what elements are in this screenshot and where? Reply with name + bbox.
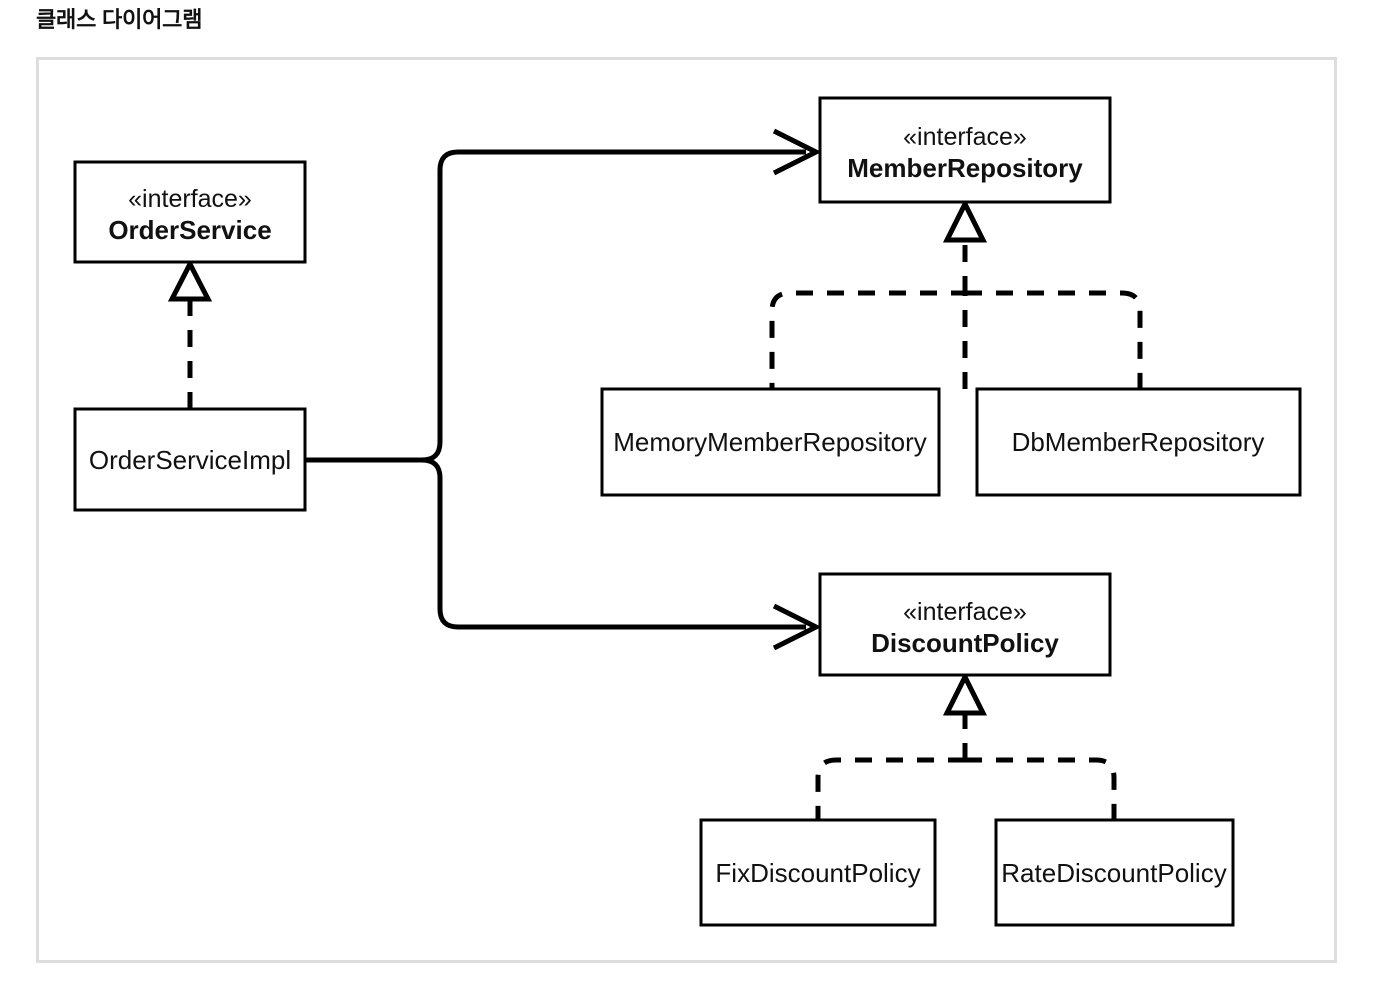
uml-node-fix-discount-policy[interactable]: FixDiscountPolicy — [699, 818, 937, 927]
edge-db-realizes-member-repository — [965, 290, 1143, 389]
uml-node-discount-policy[interactable]: «interface» DiscountPolicy — [818, 572, 1112, 677]
uml-box-rect[interactable] — [73, 160, 307, 264]
uml-class-name: FixDiscountPolicy — [715, 858, 920, 888]
edge-impl-uses-discount-policy — [305, 457, 822, 651]
uml-box-rect[interactable] — [818, 96, 1112, 204]
uml-node-order-service-impl[interactable]: OrderServiceImpl — [73, 407, 307, 512]
edge-impl-realizes-order-service — [167, 258, 213, 409]
hollow-triangle-arrowhead-icon — [942, 671, 988, 716]
uml-class-name: OrderService — [108, 215, 271, 245]
edge-memory-realizes-member-repository — [769, 198, 988, 389]
uml-node-member-repository[interactable]: «interface» MemberRepository — [818, 96, 1112, 204]
uml-class-name: MemberRepository — [847, 153, 1083, 183]
uml-box-rect[interactable] — [600, 387, 941, 497]
uml-class-name: DbMemberRepository — [1012, 427, 1265, 457]
page-title: 클래스 다이어그램 — [36, 7, 203, 32]
uml-node-rate-discount-policy[interactable]: RateDiscountPolicy — [994, 818, 1235, 927]
uml-box-rect[interactable] — [73, 407, 307, 512]
uml-node-order-service[interactable]: «interface» OrderService — [73, 160, 307, 264]
uml-class-name: OrderServiceImpl — [89, 445, 291, 475]
uml-box-rect[interactable] — [994, 818, 1235, 927]
uml-class-name: RateDiscountPolicy — [1001, 858, 1226, 888]
uml-box-rect[interactable] — [818, 572, 1112, 677]
uml-node-db-member-repository[interactable]: DbMemberRepository — [975, 387, 1302, 497]
uml-box-rect[interactable] — [975, 387, 1302, 497]
open-arrowhead-icon — [772, 128, 822, 176]
uml-stereotype-label: «interface» — [128, 185, 252, 213]
open-arrowhead-icon — [772, 603, 822, 651]
hollow-triangle-arrowhead-icon — [167, 258, 213, 302]
hollow-triangle-arrowhead-icon — [942, 198, 988, 243]
realization-dashed-line — [769, 290, 968, 389]
uml-stereotype-label: «interface» — [903, 123, 1027, 151]
realization-dashed-line — [965, 290, 1143, 389]
uml-class-name: MemoryMemberRepository — [613, 427, 927, 457]
uml-stereotype-label: «interface» — [903, 598, 1027, 626]
realization-dashed-line — [815, 757, 965, 820]
uml-class-name: DiscountPolicy — [871, 628, 1059, 658]
association-solid-line — [305, 457, 806, 630]
uml-node-memory-member-repository[interactable]: MemoryMemberRepository — [600, 387, 941, 497]
realization-dashed-line — [965, 757, 1117, 820]
edge-fix-realizes-discount-policy — [815, 671, 988, 820]
uml-box-rect[interactable] — [699, 818, 937, 927]
edge-rate-realizes-discount-policy — [965, 757, 1117, 820]
